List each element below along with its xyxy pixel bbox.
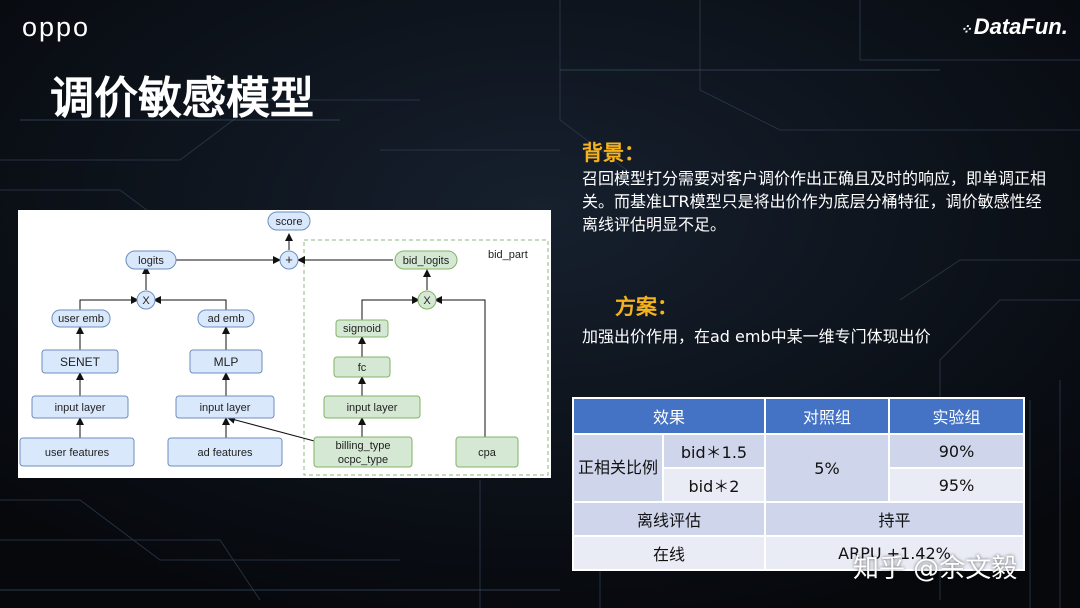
bid-part-label: bid_part <box>488 249 528 261</box>
dots-icon: ⁘ <box>960 21 972 37</box>
plan-heading: 方案： <box>615 295 678 319</box>
node-score-label: score <box>276 216 303 228</box>
cell-control-value: 5% <box>764 433 890 503</box>
node-user-features: user features <box>19 437 135 467</box>
node-ad-emb: ad emb <box>197 309 255 328</box>
node-senet: SENET <box>41 349 119 374</box>
node-multiply-left: X <box>136 290 156 310</box>
watermark: 知乎 @余文毅 <box>853 554 1018 584</box>
node-input-layer-ad: input layer <box>175 395 275 419</box>
node-cpa: cpa <box>455 436 519 468</box>
node-billing-type-label: billing_type <box>335 440 390 452</box>
cell-exp-95: 95% <box>888 467 1025 503</box>
table-row: bid＊2 95% <box>573 467 1025 503</box>
table-row: 离线评估 持平 <box>572 501 1025 537</box>
node-score: score <box>267 211 311 231</box>
header-experiment: 实验组 <box>888 397 1025 435</box>
node-input-layer-user-label: input layer <box>55 402 106 414</box>
node-bid-logits-label: bid_logits <box>403 255 450 267</box>
node-ad-features: ad features <box>167 437 283 467</box>
node-input-layer-bid: input layer <box>323 395 421 419</box>
background-text: 召回模型打分需要对客户调价作出正确且及时的响应，即单调正相关。而基准LTR模型只… <box>582 169 1047 234</box>
node-fc-label: fc <box>358 362 367 374</box>
node-cpa-label: cpa <box>478 447 497 459</box>
node-logits-label: logits <box>138 255 164 267</box>
node-plus: + <box>279 250 299 270</box>
background-heading: 背景： <box>582 141 645 165</box>
results-table: 效果 对照组 实验组 正相关比例 bid＊1.5 5% 90% bid＊2 95… <box>572 397 1025 571</box>
datafun-logo-text: DataFun. <box>973 14 1068 39</box>
node-mlp: MLP <box>189 349 263 374</box>
cell-offline-value: 持平 <box>764 501 1025 537</box>
node-bid-logits: bid_logits <box>394 250 458 270</box>
node-input-layer-bid-label: input layer <box>347 402 398 414</box>
table-header-row: 效果 对照组 实验组 <box>572 397 1025 435</box>
node-user-emb: user emb <box>51 309 111 328</box>
oppo-logo: oppo <box>22 12 91 42</box>
node-logits: logits <box>125 250 177 270</box>
cell-exp-90: 90% <box>888 433 1025 469</box>
table-row: 在线 ARPU +1.42% <box>572 535 1025 571</box>
cell-bid-15: bid＊1.5 <box>662 433 766 469</box>
table-row: 正相关比例 bid＊1.5 5% 90% <box>572 433 1025 503</box>
cell-bid-2: bid＊2 <box>662 467 766 503</box>
cell-offline-label: 离线评估 <box>572 501 766 537</box>
header-control: 对照组 <box>764 397 890 435</box>
cell-positive-ratio: 正相关比例 <box>572 433 664 503</box>
node-multiply-right-label: X <box>423 295 431 307</box>
node-sigmoid: sigmoid <box>335 319 389 338</box>
node-input-layer-ad-label: input layer <box>200 402 251 414</box>
slide-title: 调价敏感模型 <box>50 73 314 124</box>
node-multiply-left-label: X <box>142 295 150 307</box>
node-ad-features-label: ad features <box>197 447 253 459</box>
node-billing-type: billing_type ocpc_type <box>313 436 413 468</box>
node-fc: fc <box>333 356 391 378</box>
node-mlp-label: MLP <box>214 355 239 369</box>
datafun-logo: ⁘DataFun. <box>960 14 1068 40</box>
cell-online-value: ARPU +1.42% <box>764 535 1025 571</box>
node-multiply-right: X <box>417 290 437 310</box>
model-diagram: bid_part score <box>18 210 551 478</box>
node-ad-emb-label: ad emb <box>208 313 245 325</box>
header-effect: 效果 <box>572 397 766 435</box>
bid-part-box <box>303 239 549 476</box>
node-plus-label: + <box>285 252 293 267</box>
node-user-emb-label: user emb <box>58 313 104 325</box>
plan-text: 加强出价作用，在ad emb中某一维专门体现出价 <box>582 327 931 346</box>
node-senet-label: SENET <box>60 355 101 369</box>
cell-online-label: 在线 <box>572 535 766 571</box>
node-input-layer-user: input layer <box>31 395 129 419</box>
node-ocpc-type-label: ocpc_type <box>338 454 388 466</box>
node-sigmoid-label: sigmoid <box>343 323 381 335</box>
node-user-features-label: user features <box>45 447 110 459</box>
